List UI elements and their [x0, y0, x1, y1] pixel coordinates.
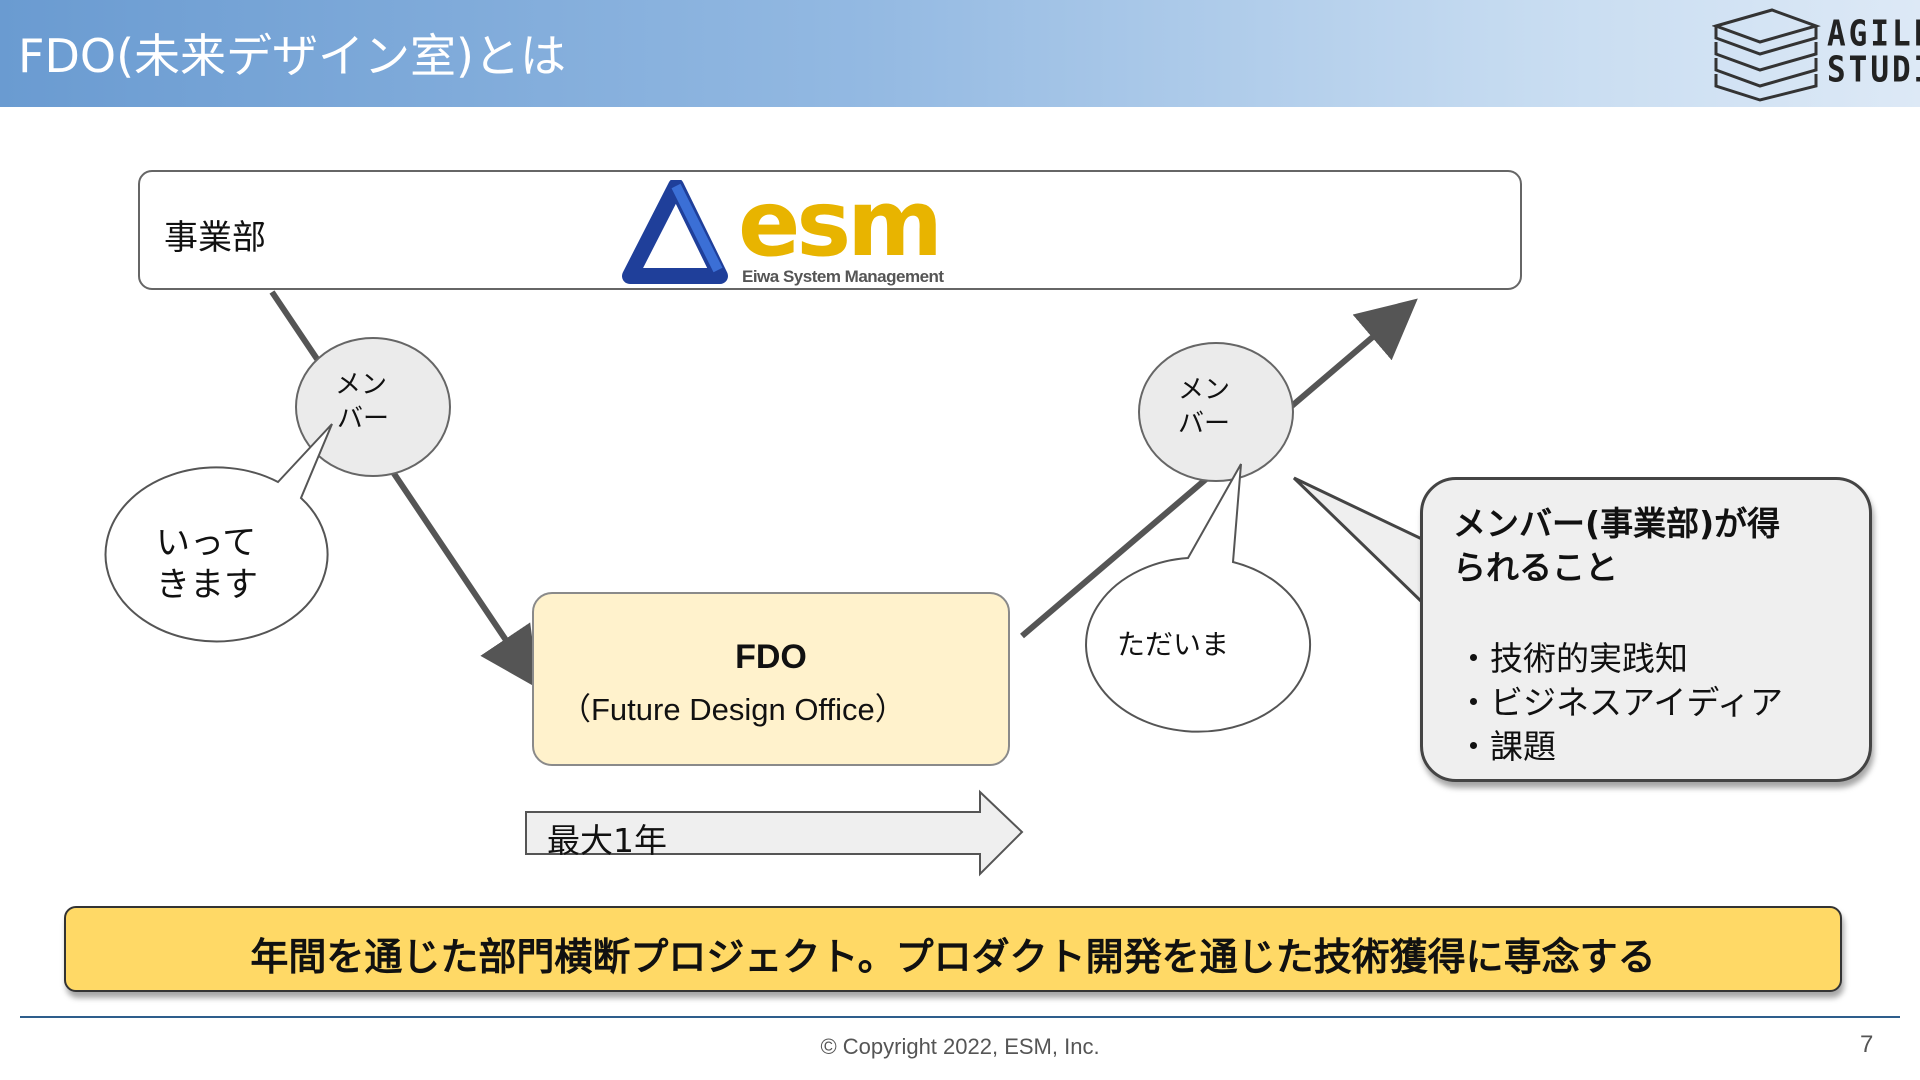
esm-triangle-icon	[622, 180, 728, 284]
benefit-callout-pointer	[1292, 476, 1426, 606]
benefit-title-line2: られること	[1453, 548, 1618, 587]
benefit-item: ・ビジネスアイディア	[1457, 683, 1784, 722]
speech-left-text: いって きます	[156, 522, 258, 606]
footer-divider	[20, 1016, 1900, 1018]
fdo-title: FDO	[735, 638, 807, 676]
agile-studio-logo: AGILE STUDIO	[1712, 4, 1920, 104]
esm-company-logo: esm Eiwa System Management	[620, 170, 980, 290]
benefit-item: ・課題	[1457, 727, 1556, 766]
logo-word-studio: STUDIO	[1827, 49, 1920, 91]
business-unit-box: 事業部 esm Eiwa System Management	[138, 170, 1522, 290]
speech-left-line1: いって	[156, 523, 257, 563]
header-bar: FDO(未来デザイン室)とは AGILE STUDIO	[0, 0, 1920, 107]
fdo-box: FDO （Future Design Office）	[532, 592, 1010, 766]
slide-title: FDO(未来デザイン室)とは	[18, 29, 566, 83]
member-left-line2: バー	[337, 404, 390, 434]
duration-label: 最大1年	[547, 821, 667, 860]
summary-banner-text: 年間を通じた部門横断プロジェクト。プロダクト開発を通じた技術獲得に専念する	[250, 935, 1656, 979]
benefit-title: メンバー(事業部)が得 られること	[1453, 502, 1780, 590]
fdo-subtitle: （Future Design Office）	[560, 692, 906, 727]
member-circle-left	[295, 337, 451, 477]
speech-bubble-left	[104, 423, 333, 643]
page-number: 7	[1860, 1031, 1874, 1058]
business-unit-label: 事業部	[164, 218, 266, 258]
logo-word-agile: AGILE	[1827, 13, 1920, 55]
benefit-title-line1: メンバー(事業部)が得	[1453, 504, 1781, 543]
copyright-text: © Copyright 2022, ESM, Inc.	[820, 1034, 1100, 1059]
member-left-label: メン バー	[335, 368, 389, 436]
stacked-layers-icon	[1712, 8, 1821, 102]
member-left-line1: メン	[335, 370, 388, 400]
member-right-label: メン バー	[1178, 373, 1230, 441]
speech-bubble-right	[1085, 463, 1312, 733]
speech-left-line2: きます	[156, 565, 258, 605]
summary-banner: 年間を通じた部門横断プロジェクト。プロダクト開発を通じた技術獲得に専念する	[64, 906, 1842, 992]
member-right-line1: メン	[1178, 375, 1231, 405]
arrow-to-fdo	[269, 290, 539, 689]
member-right-line2: バー	[1178, 409, 1231, 439]
member-circle-right	[1138, 342, 1294, 482]
benefit-item: ・技術的実践知	[1457, 639, 1688, 678]
duration-arrow	[525, 789, 1024, 877]
speech-right-text: ただいま	[1117, 628, 1230, 661]
benefit-callout: メンバー(事業部)が得 られること ・技術的実践知 ・ビジネスアイディア ・課題	[1420, 477, 1872, 782]
esm-wordmark: esm	[738, 170, 943, 277]
esm-subtitle: Eiwa System Management	[742, 267, 944, 286]
